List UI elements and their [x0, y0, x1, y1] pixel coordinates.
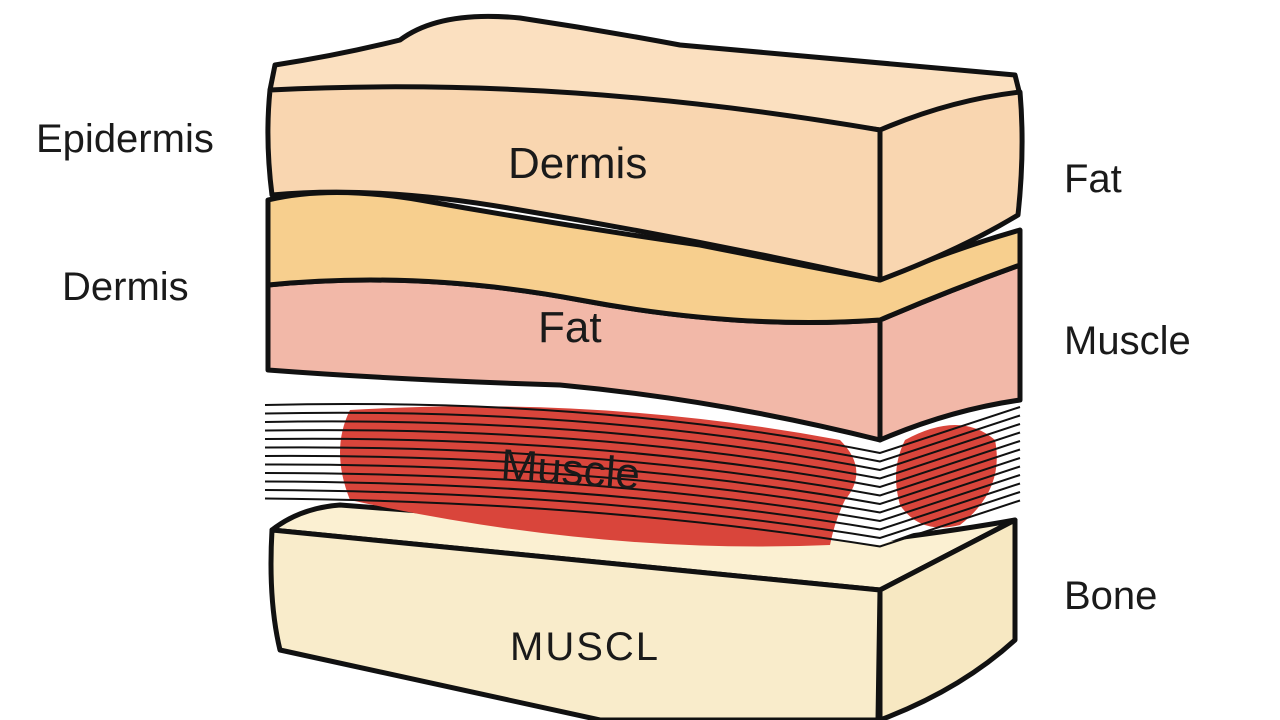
muscle-fiber-line	[264, 437, 1021, 489]
dermis-layer-label: Dermis	[508, 139, 647, 188]
dermis-block	[265, 13, 1025, 283]
muscle-fiber-line	[264, 454, 1021, 506]
muscle-fiber-line	[264, 420, 1021, 472]
muscle-fiber-line	[264, 497, 1021, 548]
muscle-fiber-line	[264, 403, 1021, 455]
muscle-fiber-line	[264, 446, 1021, 497]
epidermis-label: Epidermis	[36, 117, 214, 161]
bottom-layer-label: MUSCL	[510, 625, 660, 669]
muscle-label: Muscle	[1064, 319, 1191, 363]
muscle-fiber-line	[264, 489, 1021, 540]
fat-layer-label: Fat	[538, 303, 602, 352]
muscle-fiber-line	[264, 463, 1021, 514]
dermis-label: Dermis	[62, 265, 189, 309]
fat-label: Fat	[1064, 157, 1122, 201]
fat-band	[265, 190, 1023, 325]
muscle-fiber-line	[264, 472, 1021, 523]
muscle-layer-label: Muscle	[499, 441, 641, 500]
muscle-fiber-line	[264, 411, 1021, 463]
muscle-fiber-line	[264, 480, 1021, 531]
muscle-layer	[264, 399, 1021, 548]
bone-label: Bone	[1064, 574, 1157, 618]
muscle-fiber-line	[264, 429, 1021, 480]
bone-block	[268, 502, 1018, 720]
